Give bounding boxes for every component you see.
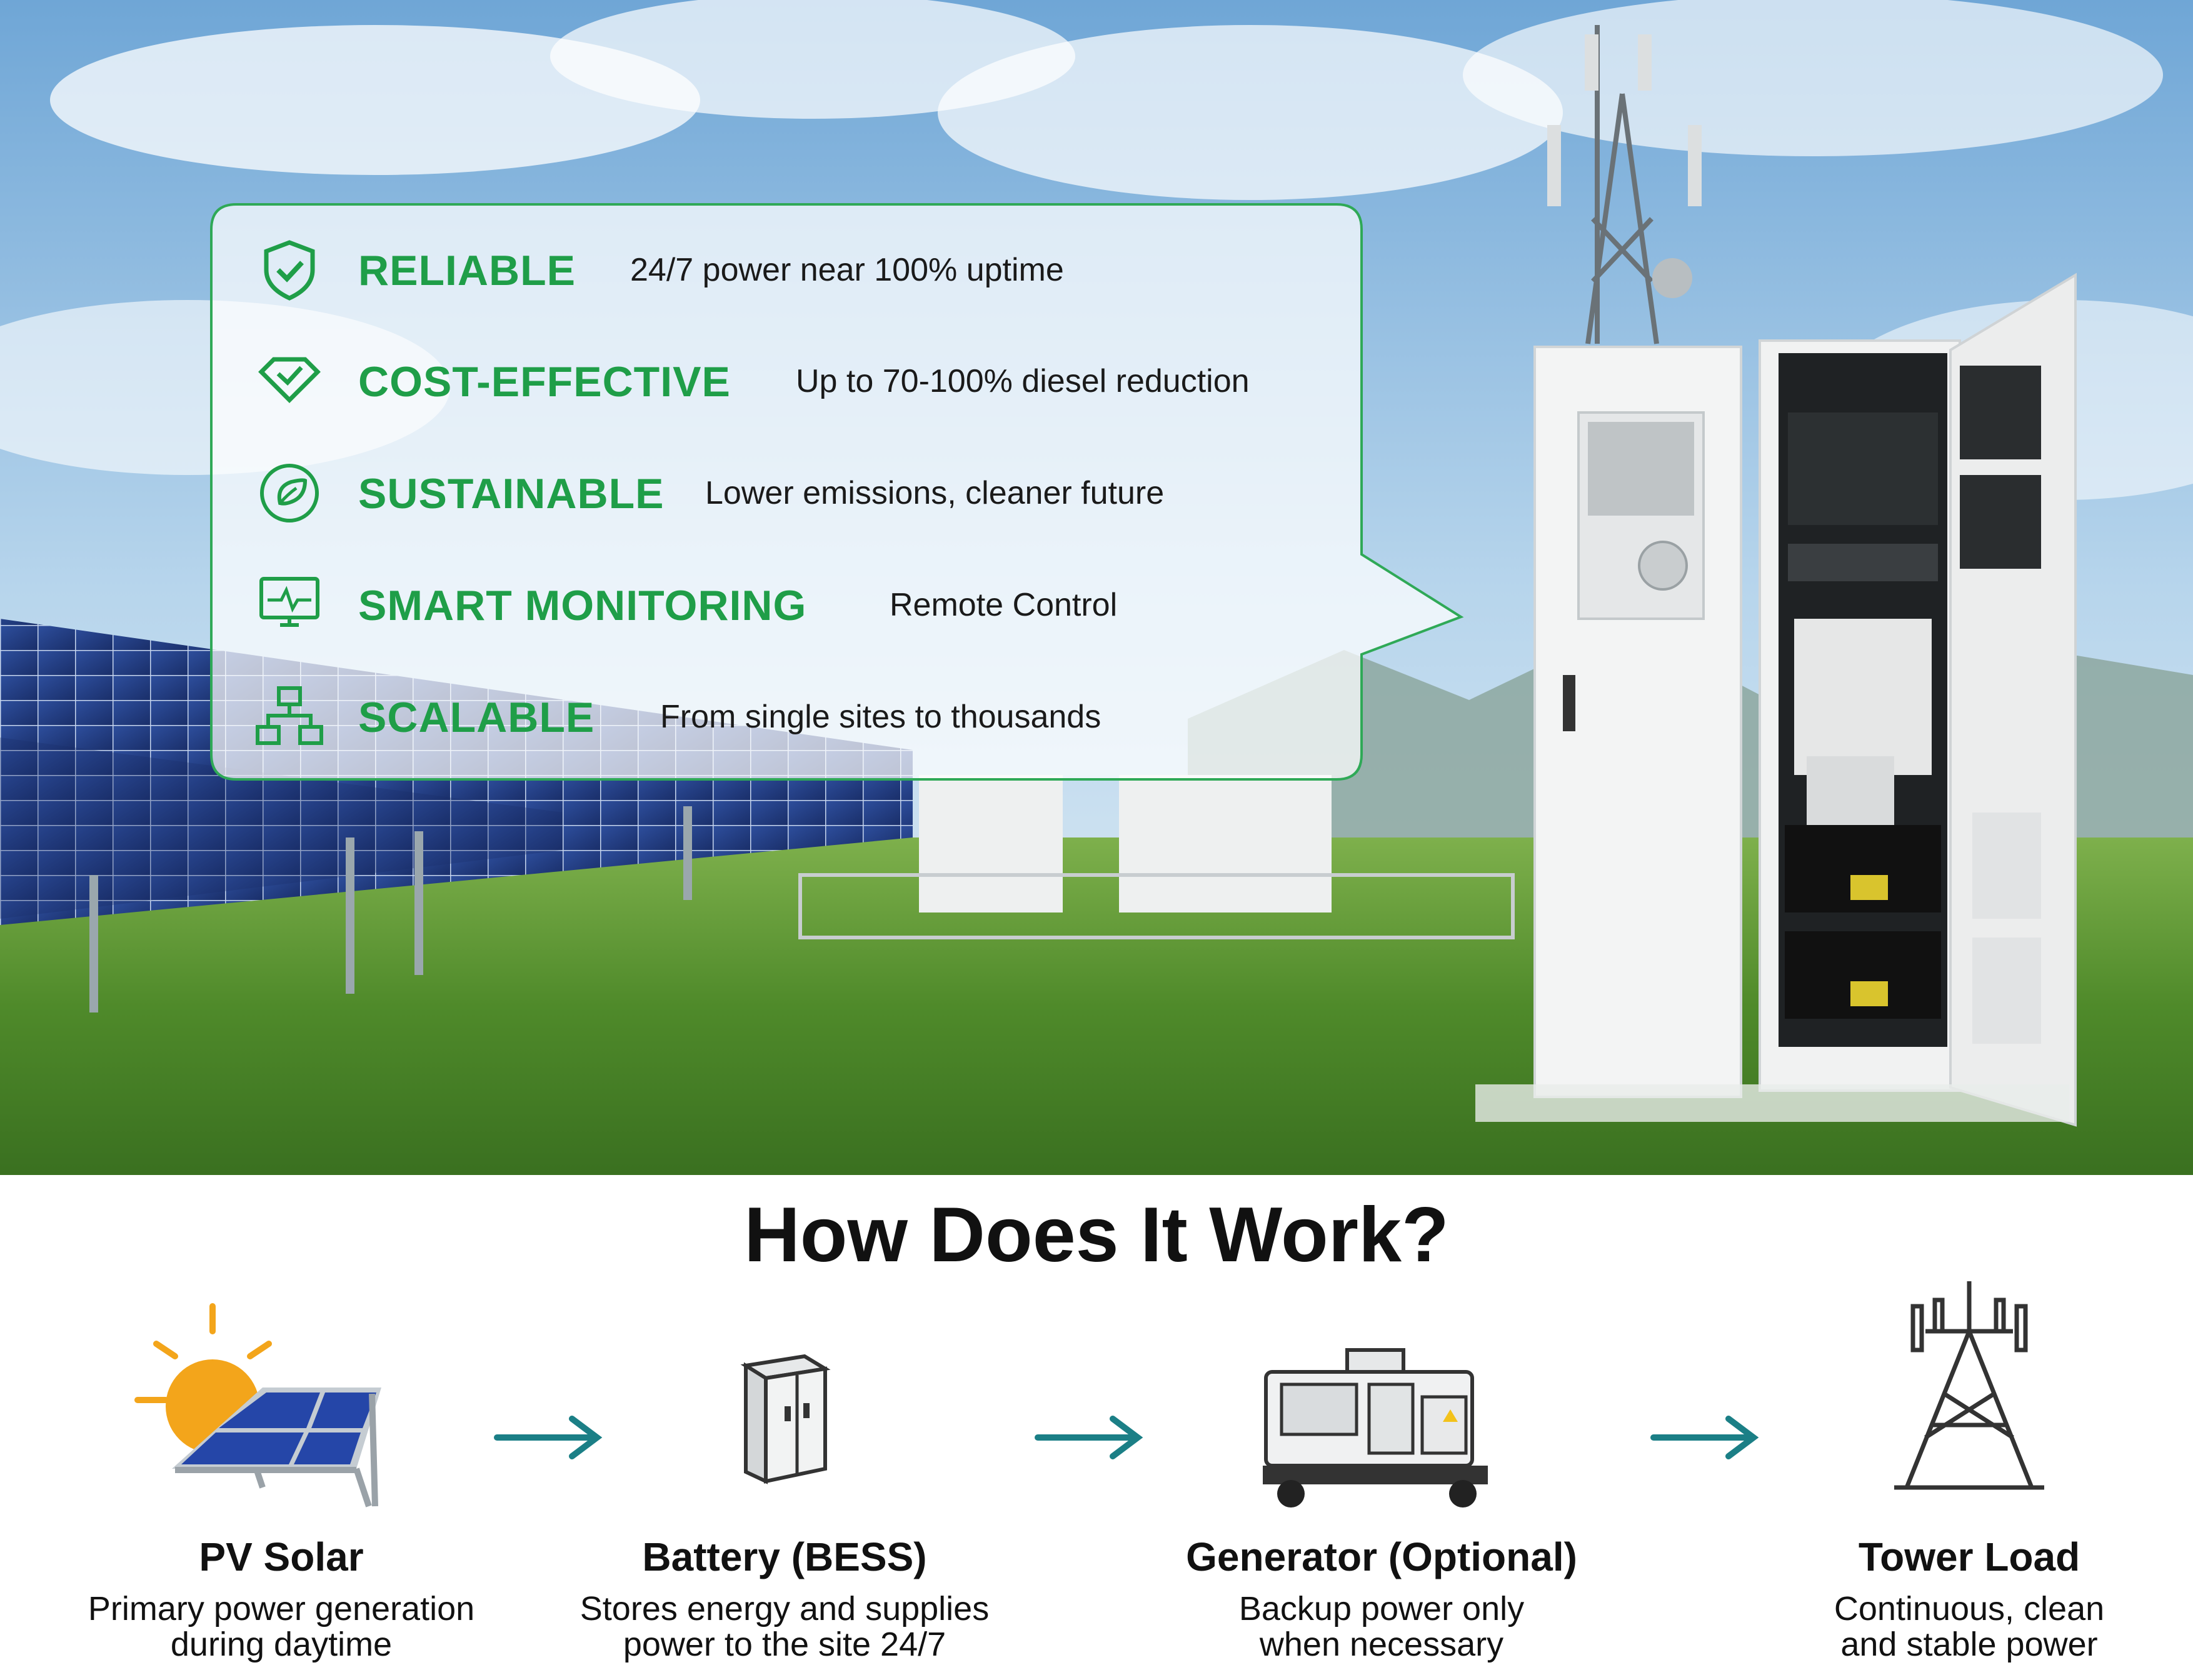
features-panel: RELIABLE 24/7 power near 100% uptime COS… [210,203,1464,781]
shield-check-icon [264,240,315,301]
feature-scalable: SCALABLE From single sites to thousands [211,679,1337,754]
feature-reliable: RELIABLE 24/7 power near 100% uptime [211,232,1337,308]
feature-title: COST-EFFECTIVE [358,358,731,406]
arrow-right-icon [1650,1416,1759,1459]
feature-cost-effective: COST-EFFECTIVE Up to 70-100% diesel redu… [211,344,1337,419]
step-name: Tower Load [1858,1534,2080,1579]
feature-desc: Remote Control [890,587,1118,623]
feature-sustainable: SUSTAINABLE Lower emissions, cleaner fut… [211,456,1337,531]
step-name: Battery (BESS) [642,1534,927,1579]
hero-scene: RELIABLE 24/7 power near 100% uptime COS… [0,0,2193,1175]
tower-icon [1894,1281,2044,1490]
feature-title: SCALABLE [358,694,595,741]
battery-cabinet-icon [740,1354,831,1484]
step-battery: Battery (BESS) Stores energy and supplie… [534,1275,1035,1662]
arrow-right-icon [494,1416,603,1459]
solar-panel-icon [134,1303,381,1508]
feature-desc: 24/7 power near 100% uptime [630,252,1064,288]
step-name: PV Solar [199,1534,364,1579]
speech-bubble [210,203,1464,781]
feature-desc: From single sites to thousands [660,699,1102,735]
monitor-pulse-icon [259,577,319,627]
section-heading: How Does It Work? [744,1192,1449,1278]
leaf-circle-icon [260,464,319,522]
feature-desc: Lower emissions, cleaner future [705,475,1165,511]
step-name: Generator (Optional) [1186,1534,1577,1579]
feature-title: RELIABLE [358,247,576,294]
feature-desc: Up to 70-100% diesel reduction [796,363,1250,399]
feature-title: SMART MONITORING [358,582,807,629]
generator-icon [1263,1348,1488,1508]
feature-smart-monitoring: SMART MONITORING Remote Control [211,568,1337,642]
diamond-check-icon [258,357,321,403]
feature-title: SUSTAINABLE [358,470,665,518]
arrow-right-icon [1035,1416,1143,1459]
hierarchy-icon [256,686,323,745]
